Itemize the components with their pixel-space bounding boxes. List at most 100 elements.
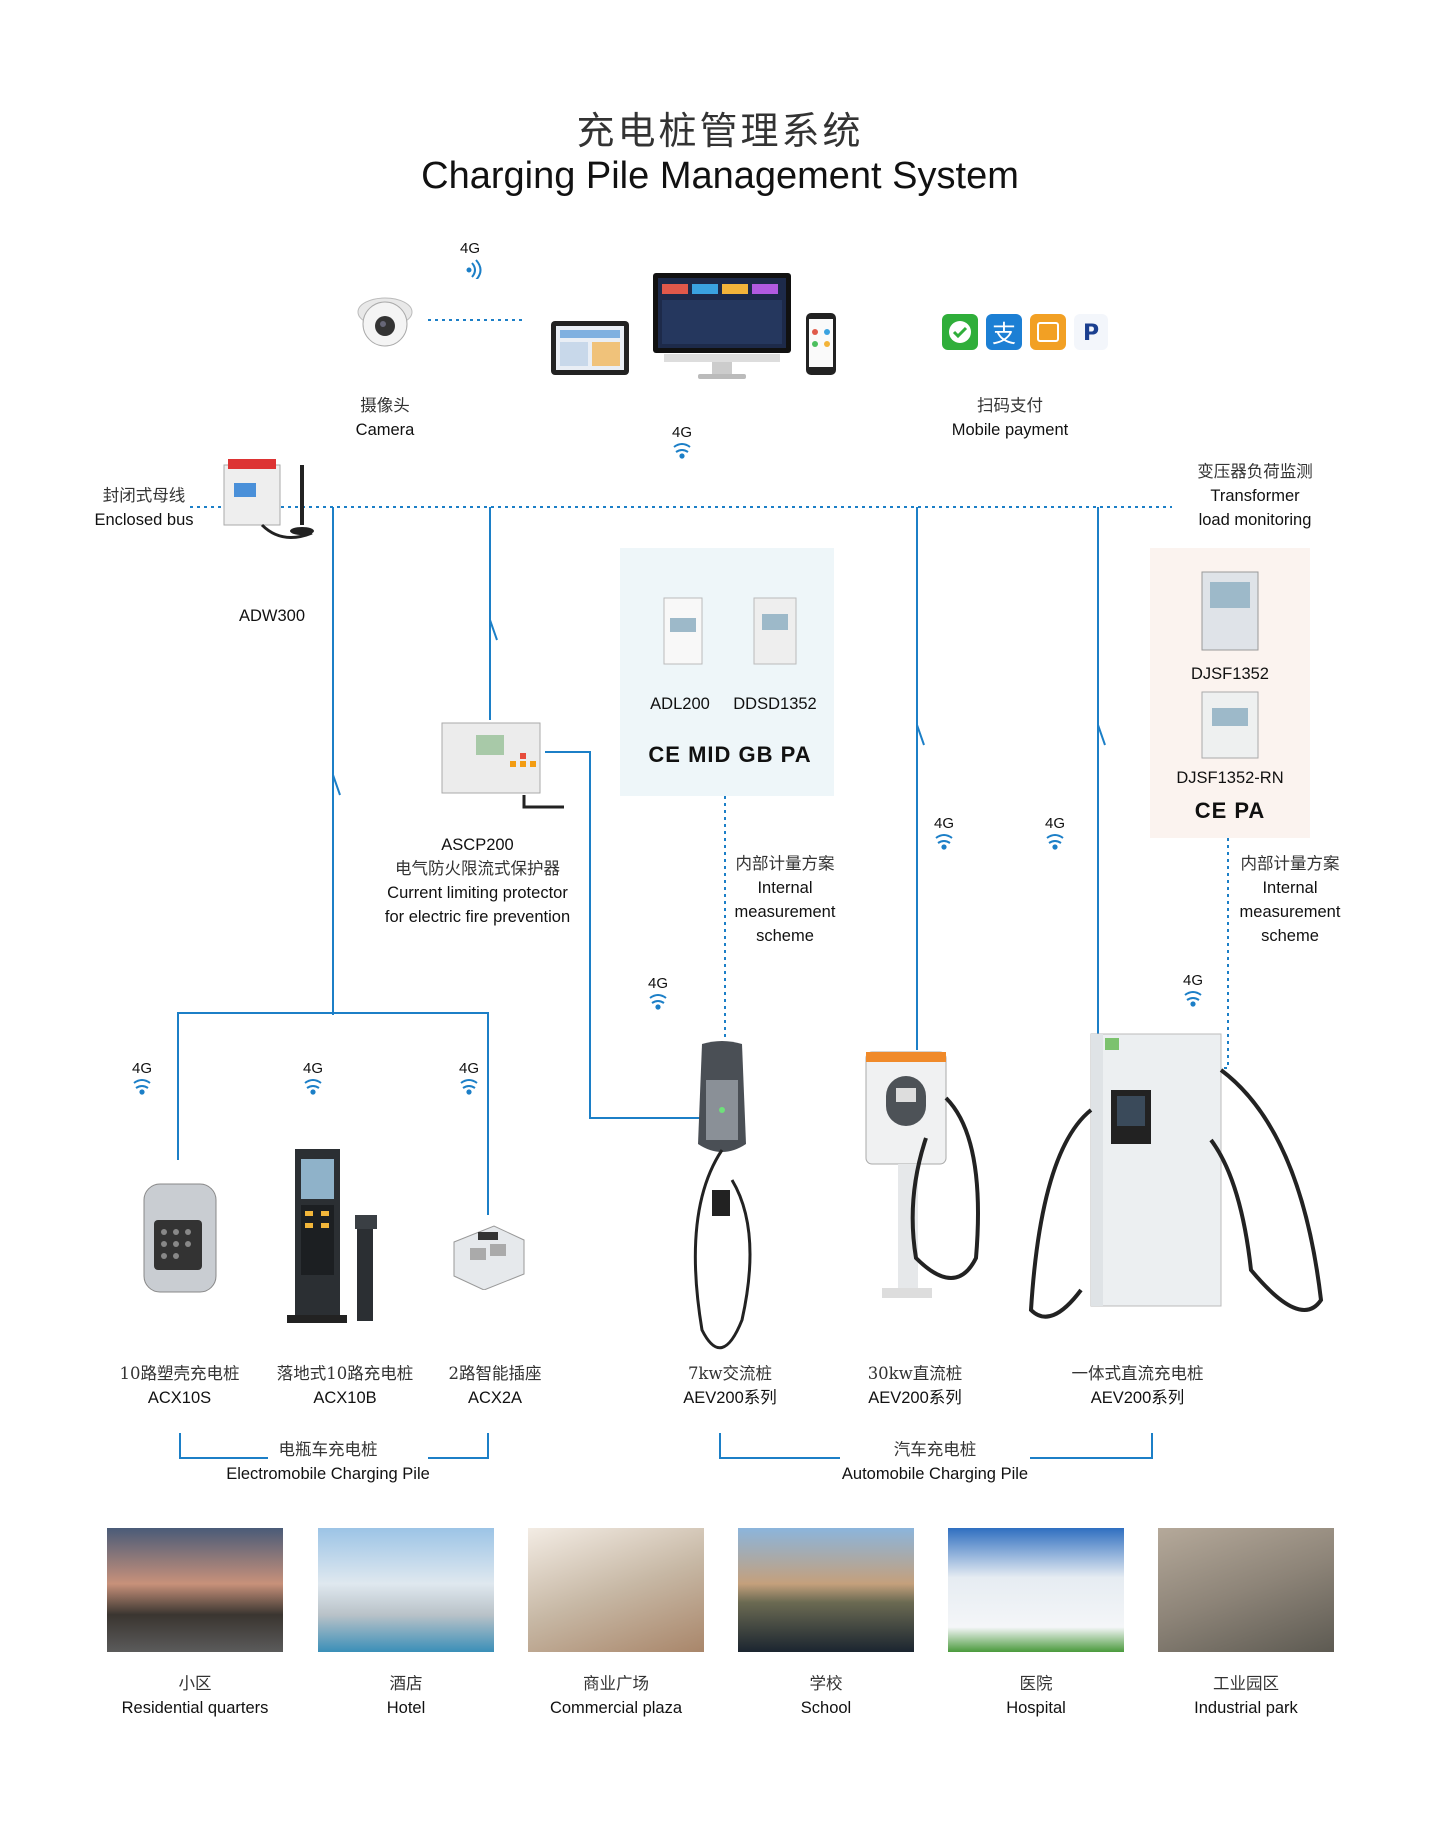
- wifi-icon: [924, 832, 964, 850]
- scene-cn: 小区: [178, 1674, 212, 1693]
- page-title-en: Charging Pile Management System: [421, 155, 1019, 197]
- djsf1352-rn-label: DJSF1352-RN: [1176, 769, 1284, 787]
- monitor-icon: [652, 272, 792, 382]
- product-label-30kw: 30kw直流桩 AEV200系列: [850, 1362, 980, 1410]
- product-label-7kw: 7kw交流桩 AEV200系列: [665, 1362, 795, 1410]
- signal-4g-acx2a: 4G: [449, 1060, 489, 1095]
- ddsd1352-meter-icon: [750, 596, 800, 666]
- page-title-cn: 充电桩管理系统: [576, 109, 864, 153]
- right-certification-marks: CE PA: [1194, 798, 1266, 823]
- product-en: ACX10B: [313, 1389, 377, 1407]
- scene-label-industrial: 工业园区 Industrial park: [1148, 1672, 1344, 1720]
- industrial-park-photo: [1158, 1528, 1334, 1652]
- integrated-dc-charger-icon: [1015, 1030, 1333, 1345]
- signal-4g-top: 4G: [450, 240, 490, 281]
- ascp-model: ASCP200: [441, 836, 514, 854]
- product-en: ACX10S: [147, 1389, 212, 1407]
- signal-label: 4G: [647, 975, 668, 992]
- scene-en: Commercial plaza: [549, 1699, 683, 1717]
- wifi-icon: [449, 1077, 489, 1095]
- camera-icon: [355, 290, 415, 350]
- transformer-en1: Transformer: [1210, 487, 1300, 505]
- im-en1: Internal: [757, 879, 813, 897]
- mobile-payment-en: Mobile payment: [951, 421, 1069, 439]
- scene-en: Hotel: [386, 1699, 426, 1717]
- signal-4g-integrated: 4G: [1173, 972, 1213, 1007]
- group-cn: 汽车充电桩: [893, 1440, 977, 1459]
- camera-label-en: Camera: [355, 421, 415, 439]
- school-photo: [738, 1528, 914, 1652]
- im-cn: 内部计量方案: [1240, 854, 1340, 873]
- electromobile-group-label: 电瓶车充电桩 Electromobile Charging Pile: [218, 1438, 438, 1486]
- scene-cn: 工业园区: [1213, 1674, 1279, 1693]
- scene-en: School: [800, 1699, 852, 1717]
- im-en1: Internal: [1262, 879, 1318, 897]
- camera-label: 摄像头 Camera: [320, 394, 450, 442]
- signal-label: 4G: [302, 1060, 323, 1077]
- scene-cn: 医院: [1019, 1674, 1053, 1693]
- transformer-cn: 变压器负荷监测: [1197, 462, 1313, 481]
- adw300-label: ADW300: [238, 607, 306, 625]
- signal-4g-30kw: 4G: [924, 815, 964, 850]
- adw300-device-icon: [222, 455, 322, 550]
- dc-30kw-charger-icon: [862, 1048, 1012, 1303]
- signal-label: 4G: [458, 1060, 479, 1077]
- group-en: Automobile Charging Pile: [841, 1465, 1029, 1483]
- payment-icons: 支 P: [940, 310, 1110, 352]
- enclosed-bus-label: 封闭式母线 Enclosed bus: [84, 484, 204, 532]
- mobile-payment-cn: 扫码支付: [977, 396, 1043, 415]
- signal-label: 4G: [1044, 815, 1065, 832]
- transformer-en2: load monitoring: [1198, 511, 1312, 529]
- im-en2: measurement: [1239, 903, 1341, 921]
- acx2a-socket-icon: [448, 1222, 528, 1291]
- internal-measurement-label-center: 内部计量方案 Internal measurement scheme: [720, 852, 850, 948]
- scene-en: Industrial park: [1194, 1699, 1298, 1717]
- signal-label: 4G: [933, 815, 954, 832]
- signal-label: 4G: [131, 1060, 152, 1077]
- product-label-acx10b: 落地式10路充电桩 ACX10B: [270, 1362, 420, 1410]
- wifi-icon: [662, 441, 702, 459]
- product-cn: 30kw直流桩: [867, 1364, 963, 1383]
- phone-icon: [805, 312, 837, 376]
- mobile-payment-label: 扫码支付 Mobile payment: [930, 394, 1090, 442]
- unionpay-icon: [1030, 314, 1066, 350]
- product-en: AEV200系列: [868, 1389, 962, 1407]
- ascp200-device-icon: [440, 715, 570, 810]
- product-label-integrated: 一体式直流充电桩 AEV200系列: [1055, 1362, 1220, 1410]
- signal-4g-dc: 4G: [1035, 815, 1075, 850]
- hospital-photo: [948, 1528, 1124, 1652]
- wifi-icon: [638, 992, 678, 1010]
- adl200-label: ADL200: [650, 695, 710, 713]
- scene-label-commercial: 商业广场 Commercial plaza: [518, 1672, 714, 1720]
- signal-label: 4G: [671, 424, 692, 441]
- hotel-photo: [318, 1528, 494, 1652]
- scene-label-hotel: 酒店 Hotel: [308, 1672, 504, 1720]
- scene-label-hospital: 医院 Hospital: [938, 1672, 1134, 1720]
- scene-label-residential: 小区 Residential quarters: [97, 1672, 293, 1720]
- residential-photo: [107, 1528, 283, 1652]
- ac-7kw-charger-icon: [680, 1040, 770, 1365]
- product-cn: 落地式10路充电桩: [276, 1364, 414, 1383]
- djsf1352-rn-meter-icon: [1198, 690, 1262, 760]
- ddsd1352-label: DDSD1352: [733, 695, 817, 713]
- wifi-icon: [293, 1077, 333, 1095]
- djsf1352-meter-icon: [1198, 570, 1262, 652]
- im-en3: scheme: [1261, 927, 1319, 945]
- svg-text:P: P: [1083, 321, 1099, 346]
- scene-cn: 商业广场: [583, 1674, 649, 1693]
- enclosed-bus-en: Enclosed bus: [94, 511, 194, 529]
- im-cn: 内部计量方案: [735, 854, 835, 873]
- meter-panel: [620, 548, 834, 796]
- product-cn: 一体式直流充电桩: [1071, 1364, 1204, 1383]
- im-en3: scheme: [756, 927, 814, 945]
- group-cn: 电瓶车充电桩: [278, 1440, 378, 1459]
- product-cn: 2路智能插座: [448, 1364, 542, 1383]
- signal-4g-center: 4G: [662, 424, 702, 459]
- product-label-acx2a: 2路智能插座 ACX2A: [430, 1362, 560, 1410]
- group-en: Electromobile Charging Pile: [226, 1465, 430, 1483]
- automobile-group-label: 汽车充电桩 Automobile Charging Pile: [830, 1438, 1040, 1486]
- camera-label-cn: 摄像头: [360, 396, 410, 415]
- wechat-pay-icon: [942, 314, 978, 350]
- wifi-icon: [1035, 832, 1075, 850]
